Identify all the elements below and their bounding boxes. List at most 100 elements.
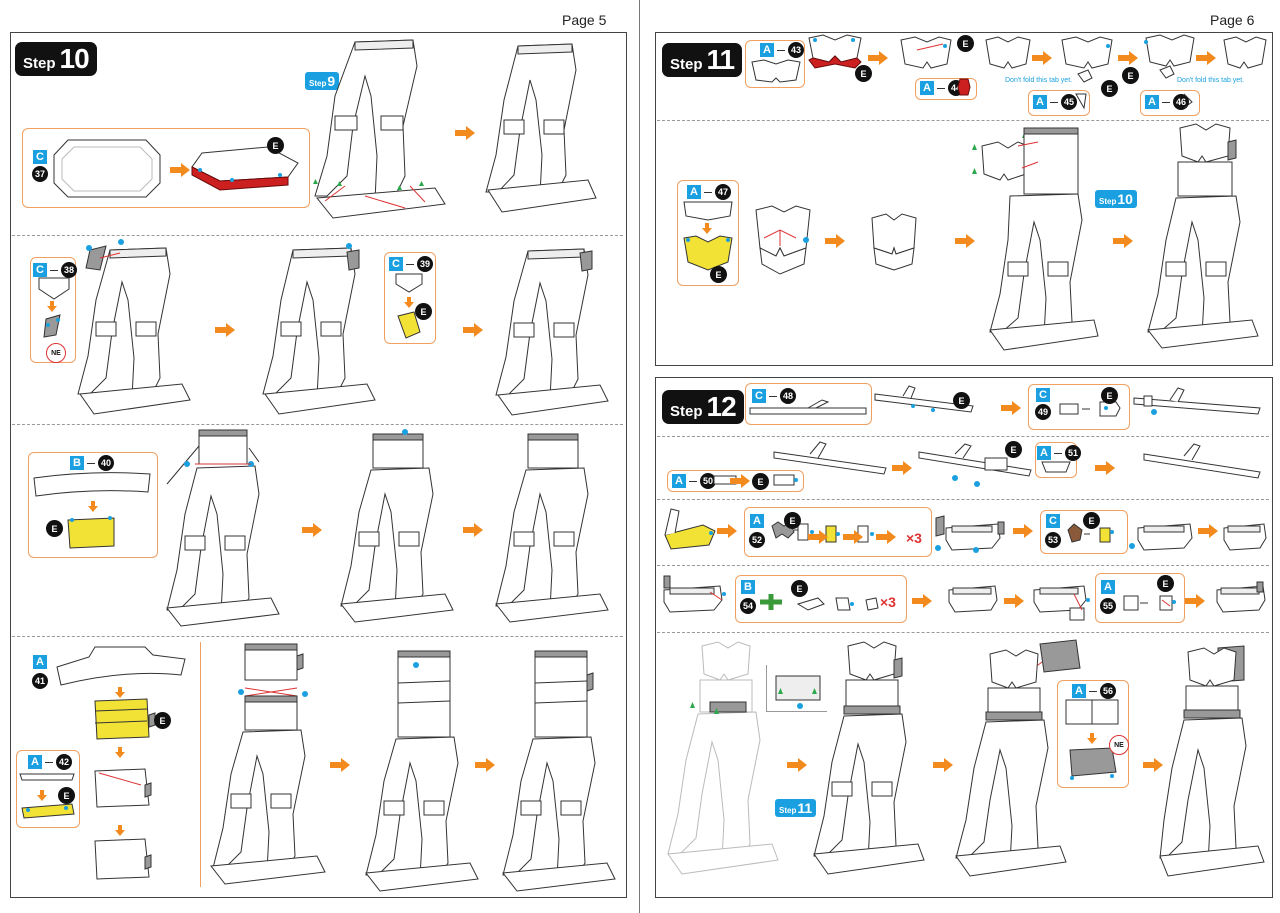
dont-fold-note-2: Don't fold this tab yet. <box>1177 77 1245 84</box>
part-number: 48 <box>780 388 796 404</box>
glue-marker: E <box>957 35 974 52</box>
sheet-letter: C <box>1036 388 1050 402</box>
helmet-step-c-figure <box>1061 36 1113 83</box>
part-number: 45 <box>1061 94 1077 110</box>
step-12-badge: Step 12 <box>662 390 744 424</box>
sheet-letter: A <box>672 474 686 488</box>
sheet-letter: A <box>1145 95 1159 109</box>
glue-marker: E <box>267 137 284 154</box>
part-55-label: A 55 <box>1100 580 1116 614</box>
part-42-label: A 42 <box>28 754 72 770</box>
part-number: 47 <box>715 184 731 200</box>
legs-part38-figure <box>77 239 191 415</box>
part-50-diagram <box>713 474 798 486</box>
sheet-letter: A <box>687 185 701 199</box>
sheet-letter: A <box>1037 446 1051 460</box>
step-number: 10 <box>59 43 90 74</box>
rifle-part51-figure <box>1143 443 1261 479</box>
part-54-diagram <box>760 594 879 611</box>
sheet-letter: A <box>760 43 774 57</box>
sheet-letter: A <box>1072 684 1086 698</box>
glue-marker: E <box>154 712 171 729</box>
part-number: 49 <box>1035 404 1051 420</box>
step-word: Step <box>670 403 703 420</box>
part-49-label: C 49 <box>1035 388 1051 420</box>
part-43-diagram <box>751 59 801 83</box>
part-41-label: A 41 <box>32 655 48 689</box>
torso-legs-figure <box>166 429 280 627</box>
part-number: 54 <box>740 598 756 614</box>
belt-done-row-d-figure <box>1216 581 1266 613</box>
part-37-diagram <box>53 139 299 198</box>
step-11-badge: Step 11 <box>662 43 743 77</box>
part-number: 41 <box>32 673 48 689</box>
separator <box>1089 690 1097 692</box>
part-number: 56 <box>1100 683 1116 699</box>
part-46-diagram <box>1183 93 1193 109</box>
part-47-diagram <box>683 201 733 271</box>
glue-marker: E <box>1122 67 1139 84</box>
step-9-reference: Step 9 <box>305 72 340 90</box>
part-number: 50 <box>700 473 716 489</box>
part-54-label: B 54 <box>740 580 756 614</box>
part-55-diagram <box>1123 595 1176 611</box>
part-43-label: A 43 <box>760 42 804 58</box>
section-divider <box>12 235 623 236</box>
no-glue-marker: NE <box>1109 735 1129 755</box>
part-51-label: A 51 <box>1037 445 1081 461</box>
helmet-step-a-figure <box>900 36 952 69</box>
dont-fold-note: Don't fold this tab yet. <box>1005 77 1073 84</box>
part-52-label: A 52 <box>749 514 765 548</box>
separator <box>45 761 53 763</box>
glue-marker: E <box>1083 512 1100 529</box>
glue-marker: E <box>1005 441 1022 458</box>
sheet-letter: A <box>1033 95 1047 109</box>
page-number-right: Page 6 <box>1210 12 1255 28</box>
belt-part53-figure <box>1129 523 1193 551</box>
legs-complete-2-figure <box>495 248 609 416</box>
callout-line <box>200 642 201 887</box>
part-37-label: C 37 <box>32 150 48 182</box>
part-43-glued-diagram <box>808 34 862 69</box>
sheet-letter: C <box>1046 514 1060 528</box>
ref-step-word: Step <box>779 806 797 815</box>
no-glue-marker: NE <box>46 343 66 363</box>
helmet-done-figure <box>871 213 917 271</box>
part-45-label: A 45 <box>1033 94 1077 110</box>
torso-legs-3-figure <box>495 433 609 623</box>
part-56-label: A 56 <box>1072 683 1116 699</box>
part-number: 55 <box>1100 598 1116 614</box>
glue-marker: E <box>1101 387 1118 404</box>
part-number: 39 <box>417 256 433 272</box>
legs-complete-figure <box>485 43 597 213</box>
part-48-panel <box>745 383 872 425</box>
step-word: Step <box>670 56 703 73</box>
rifle-part50-figure <box>918 443 1032 487</box>
sheet-letter: C <box>33 263 47 277</box>
section-divider <box>657 499 1269 500</box>
part-46-label: A 46 <box>1145 94 1189 110</box>
step-10-reference: Step 10 <box>1095 190 1137 208</box>
sheet-letter: B <box>741 580 755 594</box>
helmet-step-b-figure <box>985 36 1031 69</box>
glue-marker: E <box>791 580 808 597</box>
glue-marker: E <box>1157 575 1174 592</box>
part-51-diagram <box>1041 461 1071 473</box>
part-53-label: C 53 <box>1045 514 1061 548</box>
torso-assembly-2-figure <box>365 650 479 892</box>
section-divider <box>12 636 623 637</box>
part-39-diagram <box>395 273 423 339</box>
ref-step-number: 9 <box>327 73 336 89</box>
glue-marker: E <box>1101 80 1118 97</box>
separator <box>50 269 58 271</box>
sheet-letter: A <box>28 755 42 769</box>
separator <box>689 480 697 482</box>
section-divider <box>657 565 1269 566</box>
part-41-diagram <box>56 646 186 880</box>
part-56-diagram <box>1065 699 1119 780</box>
separator <box>406 263 414 265</box>
step-number: 12 <box>706 391 737 422</box>
part-number: 42 <box>56 754 72 770</box>
page-number-left: Page 5 <box>562 12 607 28</box>
separator <box>769 395 777 397</box>
